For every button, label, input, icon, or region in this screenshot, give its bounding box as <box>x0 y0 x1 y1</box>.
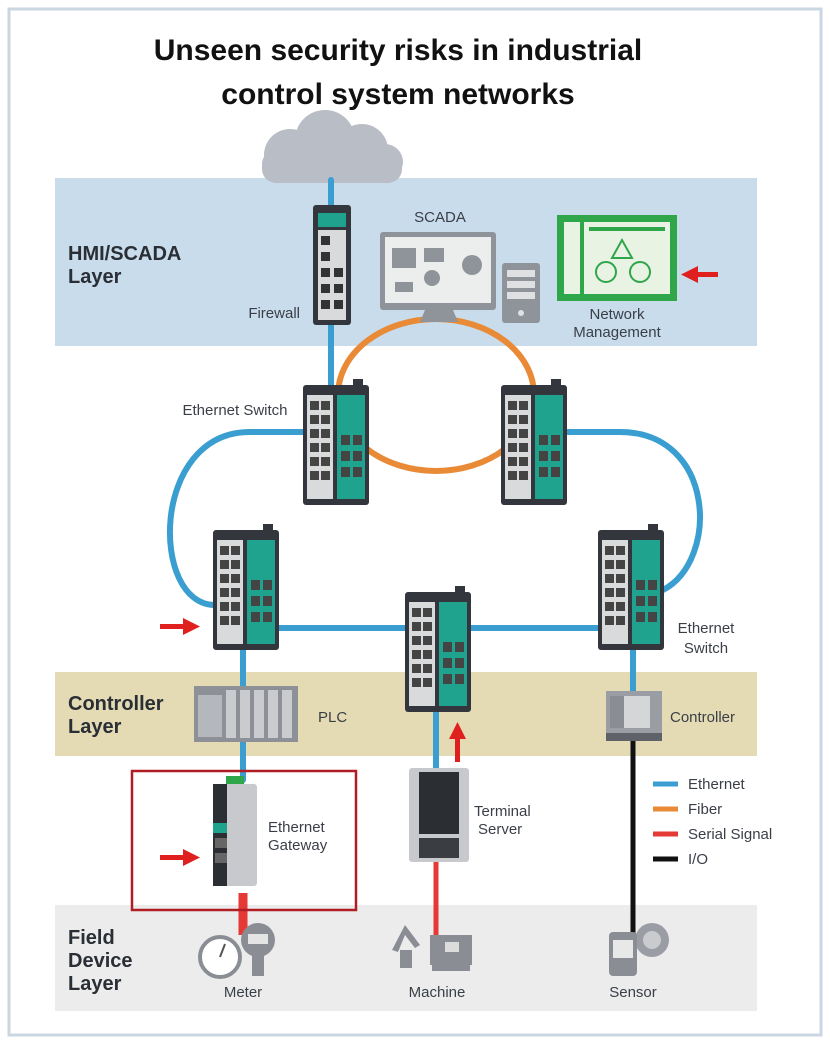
ethernet-switch-label: Ethernet Switch <box>182 402 287 419</box>
terminal-server-icon <box>409 768 469 862</box>
firewall-device-icon <box>313 205 351 325</box>
terminal-server-label-2: Server <box>478 821 522 838</box>
plc-label: PLC <box>318 709 347 726</box>
ethernet-gateway-label-1: Ethernet <box>268 819 326 836</box>
ethernet-gateway-label-2: Gateway <box>268 837 328 854</box>
ethernet-switch-icon <box>598 524 664 650</box>
legend-label-serial: Serial Signal <box>688 826 772 843</box>
hmi-layer-label-1: HMI/SCADA <box>68 243 181 265</box>
machine-label: Machine <box>409 984 466 1001</box>
field-layer-label-3: Layer <box>68 973 122 995</box>
network-management-label-1: Network <box>589 306 645 323</box>
scada-monitor-icon <box>380 232 540 323</box>
controller-layer-label-1: Controller <box>68 693 164 715</box>
meter-icon <box>198 923 275 979</box>
network-management-label-2: Management <box>573 324 661 341</box>
controller-icon <box>606 691 662 741</box>
network-management-icon <box>557 215 677 301</box>
title-line-2: control system networks <box>221 78 574 111</box>
controller-label: Controller <box>670 709 735 726</box>
arrow-left-icon <box>681 266 718 283</box>
arrow-right-icon <box>160 849 200 866</box>
scada-label: SCADA <box>414 209 466 226</box>
terminal-server-label-1: Terminal <box>474 803 531 820</box>
highlight-box <box>130 769 358 912</box>
title-line-1: Unseen security risks in industrial <box>154 34 643 67</box>
field-layer-label-2: Device <box>68 950 133 972</box>
legend-label-fiber: Fiber <box>688 801 722 818</box>
plc-icon <box>194 686 298 742</box>
ethernet-switch-icon <box>213 524 279 650</box>
ethernet-switch-label-1: Ethernet <box>678 620 736 637</box>
controller-layer-label-2: Layer <box>68 716 122 738</box>
legend: Ethernet Fiber Serial Signal I/O <box>653 776 772 868</box>
firewall-label: Firewall <box>248 305 300 322</box>
ethernet-switch-icon <box>405 586 471 712</box>
ethernet-switch-icon <box>303 379 369 505</box>
legend-label-io: I/O <box>688 851 708 868</box>
sensor-icon <box>609 923 669 976</box>
hmi-layer-label-2: Layer <box>68 266 122 288</box>
legend-label-ethernet: Ethernet <box>688 776 746 793</box>
arrow-up-icon <box>449 722 466 762</box>
ethernet-switch-label-2: Switch <box>684 640 728 657</box>
meter-label: Meter <box>224 984 262 1001</box>
ethernet-gateway-icon <box>213 776 257 886</box>
cloud-icon <box>262 110 403 183</box>
machine-icon <box>392 925 472 971</box>
ethernet-link <box>565 429 703 593</box>
field-layer-label-1: Field <box>68 927 115 949</box>
ethernet-switch-icon <box>501 379 567 505</box>
ethernet-link <box>167 429 306 608</box>
risk-arrows <box>160 266 718 866</box>
sensor-label: Sensor <box>609 984 657 1001</box>
arrow-right-icon <box>160 618 200 635</box>
